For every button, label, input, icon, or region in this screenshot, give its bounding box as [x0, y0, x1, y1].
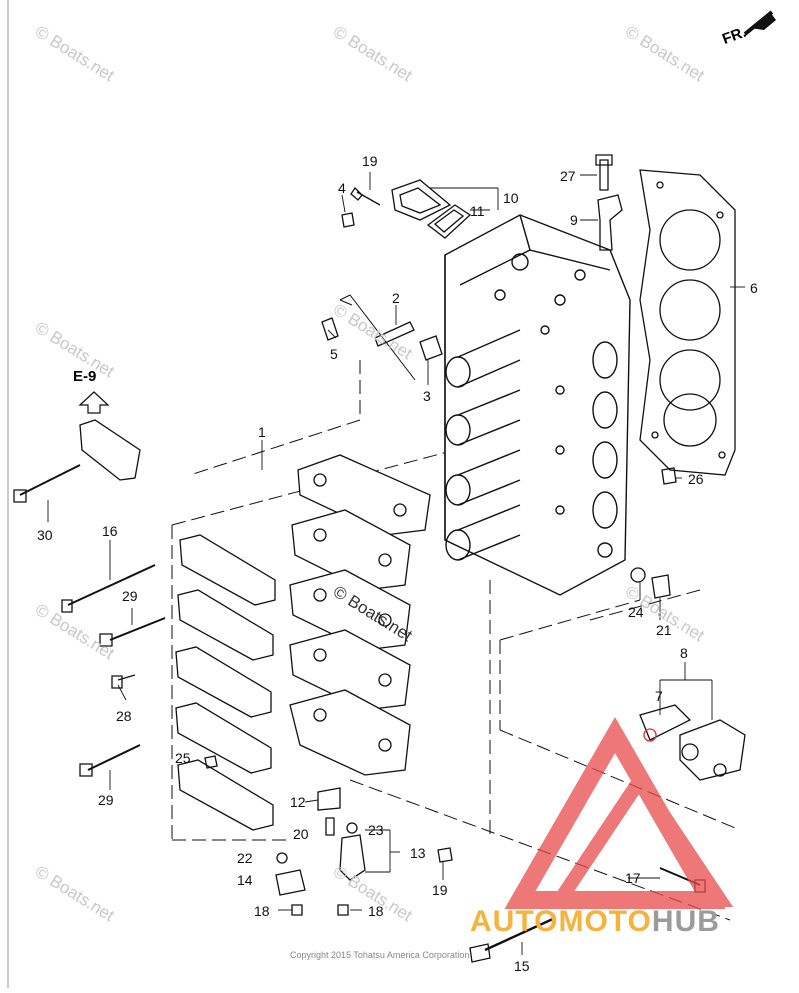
part-number-label: 15: [514, 958, 530, 974]
logo-part1: AUTOMOTO: [470, 905, 652, 938]
part-number-label: 9: [570, 212, 578, 228]
part-number-label: 27: [560, 168, 576, 184]
automotohub-logo: AUTOMOTOHUB: [470, 905, 720, 939]
part-number-label: 28: [116, 708, 132, 724]
part-number-label: 8: [680, 645, 688, 661]
part-number-label: 18: [368, 903, 384, 919]
part-number-label: 18: [254, 903, 270, 919]
part-number-label: 22: [237, 850, 253, 866]
part-number-label: 30: [37, 527, 53, 543]
part-number-label: 29: [98, 792, 114, 808]
logo-part2: HUB: [651, 905, 720, 938]
front-direction-arrow: [743, 10, 776, 36]
part-number-label: 25: [175, 750, 191, 766]
part-number-label: 7: [655, 688, 663, 704]
part-number-label: 21: [656, 622, 672, 638]
part-number-label: 4: [338, 180, 346, 196]
copyright-text: Copyright 2015 Tohatsu America Corporati…: [290, 950, 470, 960]
part-number-label: 29: [122, 588, 138, 604]
part-number-label: 13: [410, 845, 426, 861]
part-number-label: 6: [750, 280, 758, 296]
part-number-label: 19: [362, 153, 378, 169]
part-number-label: 16: [102, 523, 118, 539]
part-number-label: 26: [688, 471, 704, 487]
part-number-label: 17: [625, 870, 641, 886]
reference-label: E-9: [73, 368, 97, 385]
part-number-label: 1: [258, 424, 266, 440]
part-number-label: 11: [470, 203, 485, 219]
part-number-label: 14: [237, 872, 253, 888]
part-number-label: 3: [423, 388, 431, 404]
part-number-label: 19: [432, 882, 448, 898]
part-number-label: 24: [628, 604, 644, 620]
automotohub-logo-triangle: [504, 716, 734, 909]
part-number-label: 12: [290, 794, 306, 810]
part-number-label: 10: [503, 190, 519, 206]
part-number-label: 23: [368, 822, 384, 838]
part-number-label: 20: [293, 826, 309, 842]
part-number-label: 2: [392, 290, 400, 306]
part-number-label: 5: [330, 346, 338, 362]
